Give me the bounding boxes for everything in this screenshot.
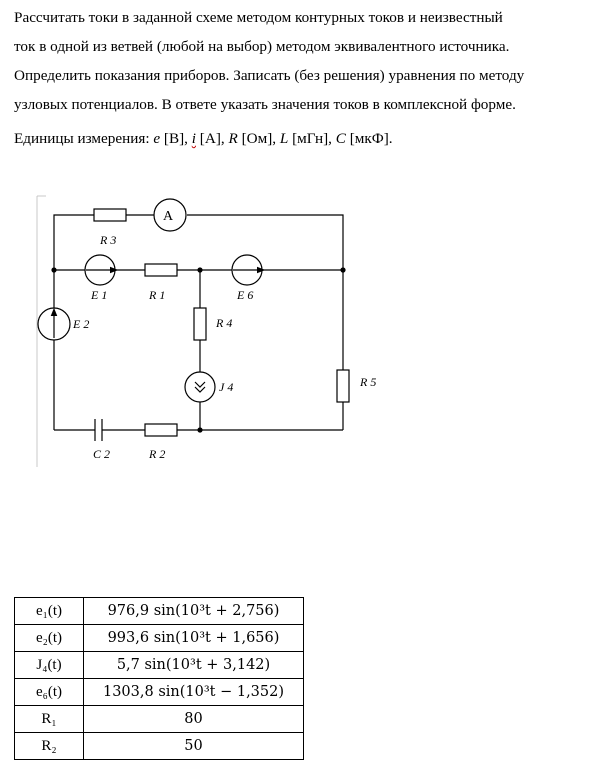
unit-l: [мГн], bbox=[288, 130, 336, 147]
units-prefix: Единицы измерения: bbox=[14, 130, 154, 147]
unit-l-symbol: L bbox=[279, 130, 289, 147]
label-r5: R 5 bbox=[359, 375, 376, 389]
node bbox=[197, 267, 203, 273]
unit-c: [мкФ]. bbox=[345, 130, 393, 147]
param-name: e₆(t) bbox=[14, 678, 84, 706]
label-r3: R 3 bbox=[99, 233, 116, 247]
param-name: J₄(t) bbox=[14, 651, 84, 679]
label-e2: E 2 bbox=[72, 317, 89, 331]
task-text: Рассчитать токи в заданной схеме методом… bbox=[14, 3, 580, 119]
param-value: 50 bbox=[83, 732, 304, 760]
param-value: 976,9 sin(10³t + 2,756) bbox=[83, 597, 304, 625]
resistor-r3 bbox=[93, 208, 127, 222]
table-row: R₁ 80 bbox=[14, 705, 304, 733]
table-row: R₂ 50 bbox=[14, 732, 304, 760]
param-name: R₂ bbox=[14, 732, 84, 760]
unit-r: [Ом], bbox=[237, 130, 280, 147]
ammeter bbox=[153, 198, 187, 232]
task-line: Определить показания приборов. Записать … bbox=[14, 67, 525, 84]
resistor-r5 bbox=[336, 369, 350, 403]
param-name: e₁(t) bbox=[14, 597, 84, 625]
unit-e: [В], bbox=[160, 130, 192, 147]
resistor-r2 bbox=[144, 423, 178, 437]
param-name: R₁ bbox=[14, 705, 84, 733]
node bbox=[197, 427, 203, 433]
units-line: Единицы измерения: e [В], i [А], R [Ом],… bbox=[14, 124, 393, 153]
unit-r-symbol: R bbox=[228, 130, 238, 147]
node bbox=[51, 267, 57, 273]
wire-top-branch bbox=[53, 214, 344, 270]
unit-i-symbol: i bbox=[191, 130, 196, 147]
parameters-table: e₁(t) 976,9 sin(10³t + 2,756) e₂(t) 993,… bbox=[14, 597, 304, 760]
param-value: 1303,8 sin(10³t − 1,352) bbox=[83, 678, 304, 706]
unit-c-symbol: C bbox=[335, 130, 346, 147]
task-line: Рассчитать токи в заданной схеме методом… bbox=[14, 9, 503, 26]
table-row: J₄(t) 5,7 sin(10³t + 3,142) bbox=[14, 651, 304, 679]
unit-e-symbol: e bbox=[153, 130, 161, 147]
table-row: e₂(t) 993,6 sin(10³t + 1,656) bbox=[14, 624, 304, 652]
label-ammeter: A bbox=[163, 209, 174, 224]
param-name: e₂(t) bbox=[14, 624, 84, 652]
param-value: 80 bbox=[83, 705, 304, 733]
current-source-j4 bbox=[184, 371, 216, 403]
param-value: 5,7 sin(10³t + 3,142) bbox=[83, 651, 304, 679]
table-row: e₁(t) 976,9 sin(10³t + 2,756) bbox=[14, 597, 304, 625]
task-line: узловых потенциалов. В ответе указать зн… bbox=[14, 96, 516, 113]
label-r2: R 2 bbox=[148, 447, 165, 461]
label-j4: J 4 bbox=[219, 380, 233, 394]
label-e6: E 6 bbox=[236, 288, 253, 302]
label-e1: E 1 bbox=[90, 288, 107, 302]
label-r1: R 1 bbox=[148, 288, 165, 302]
label-r4: R 4 bbox=[215, 316, 232, 330]
resistor-r1 bbox=[144, 263, 178, 277]
node bbox=[340, 267, 346, 273]
circuit-diagram: A R 3 E 1 R 1 E 6 E 2 R 4 J 4 R 5 C 2 R … bbox=[36, 195, 376, 467]
label-c2: C 2 bbox=[93, 447, 110, 461]
current-source-j4-arrow bbox=[194, 381, 206, 393]
task-line: ток в одной из ветвей (любой на выбор) м… bbox=[14, 38, 510, 55]
table-row: e₆(t) 1303,8 sin(10³t − 1,352) bbox=[14, 678, 304, 706]
unit-i: [А], bbox=[196, 130, 229, 147]
resistor-r4 bbox=[193, 307, 207, 341]
param-value: 993,6 sin(10³t + 1,656) bbox=[83, 624, 304, 652]
